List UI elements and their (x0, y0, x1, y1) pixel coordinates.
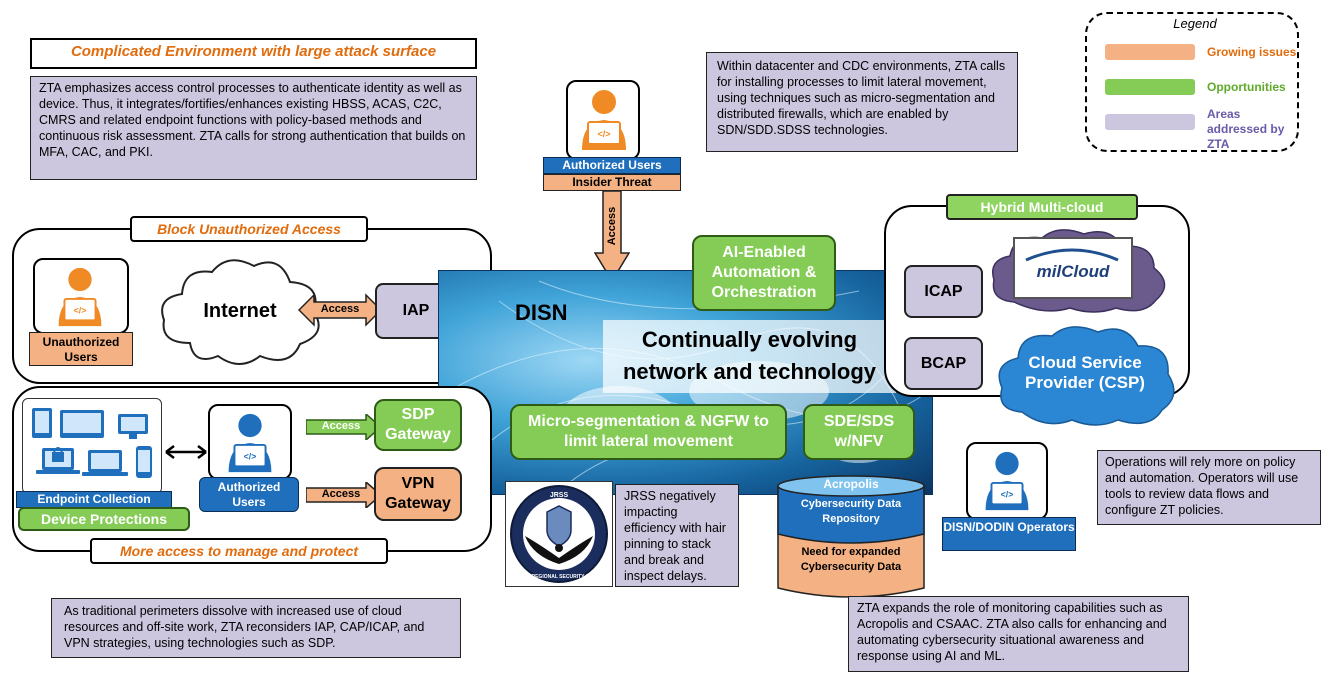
ai-automation-box: AI-Enabled Automation & Orchestration (692, 235, 836, 311)
acropolis-repo: Cybersecurity Data Repository (800, 498, 902, 525)
legend-title: Legend (1173, 16, 1217, 31)
sdp-access-label: Access (321, 420, 361, 432)
acropolis-cylinder (777, 475, 925, 598)
acropolis-need: Need for expanded Cybersecurity Data (800, 546, 902, 573)
jrss-seal-bottom-text: JOINT REGIONAL SECURITY STACK (515, 574, 603, 580)
jrss-seal: JRSS JOINT REGIONAL SECURITY STACK (510, 485, 608, 583)
legend-swatch-opportunities (1105, 79, 1195, 95)
sde-sds-box: SDE/SDS w/NFV (803, 404, 915, 460)
sdp-access-arrow (306, 414, 382, 440)
vpn-access-label: Access (321, 488, 361, 500)
internet-iap-access-label: Access (320, 303, 360, 315)
acropolis-title: Acropolis (823, 477, 879, 491)
icap-box: ICAP (904, 265, 983, 318)
access-down-label: Access (606, 206, 618, 246)
svg-text:</>: </> (74, 305, 87, 315)
access-down-arrow (594, 191, 630, 283)
evolving-banner (603, 320, 896, 393)
legend-swatch-growing (1105, 44, 1195, 60)
unauth-users-label: Unauthorized Users (29, 332, 133, 366)
endpoint-title: More access to manage and protect (90, 538, 388, 564)
user-icon-blue-operators: </> (985, 451, 1029, 511)
perimeter-note: As traditional perimeters dissolve with … (51, 598, 461, 658)
attack-surface-title-text: Complicated Environment with large attac… (70, 43, 437, 60)
authorized-users-top-label: Authorized Users (543, 157, 681, 174)
cloud-title: Hybrid Multi-cloud (946, 194, 1138, 220)
operators-note: Operations will rely more on policy and … (1097, 450, 1321, 525)
auth-users-label: Authorized Users (199, 477, 299, 512)
user-icon-blue: </> (228, 413, 272, 473)
svg-text:</>: </> (1001, 489, 1014, 499)
internet-cloud (161, 259, 320, 365)
device-protections-box: Device Protections (18, 507, 190, 531)
vpn-gateway-box: VPN Gateway (374, 467, 462, 521)
attack-surface-title (30, 38, 477, 69)
evolving-label: Continually evolving network and technol… (622, 327, 877, 384)
attack-surface-note: ZTA emphasizes access control processes … (30, 76, 477, 180)
csp-label: Cloud Service Provider (CSP) (1025, 353, 1145, 392)
svg-text:</>: </> (597, 129, 610, 139)
jrss-seal-top-text: JRSS (550, 492, 569, 499)
device-icons (32, 408, 152, 478)
csp-cloud (998, 326, 1175, 426)
jrss-note: JRSS negatively impacting efficiency wit… (615, 484, 739, 587)
microseg-box: Micro-segmentation & NGFW to limit later… (510, 404, 787, 460)
legend-label-growing: Growing issues (1207, 45, 1297, 59)
legend-label-opportunities: Opportunities (1207, 80, 1286, 94)
device-user-double-arrow (165, 445, 207, 459)
user-icon-orange-unauth: </> (58, 267, 102, 327)
internet-label: Internet (203, 300, 277, 322)
endpoint-collection-label: Endpoint Collection (16, 491, 172, 508)
milcloud-logo-box (1013, 237, 1133, 299)
legend-swatch-zta (1105, 114, 1195, 130)
vpn-access-arrow (306, 482, 382, 508)
user-icon-orange: </> (582, 90, 626, 150)
monitoring-note: ZTA expands the role of monitoring capab… (848, 596, 1189, 672)
legend-label-zta: Areas addressed by ZTA (1207, 107, 1285, 151)
milcloud-label: milCloud (1036, 262, 1110, 281)
sdp-gateway-box: SDP Gateway (374, 399, 462, 451)
insider-threat-label: Insider Threat (543, 174, 681, 191)
milcloud-swoosh (1025, 248, 1119, 262)
svg-text:</>: </> (244, 451, 257, 461)
operators-label: DISN/DODIN Operators (942, 517, 1076, 551)
bcap-box: BCAP (904, 337, 983, 390)
disn-label: DISN (515, 300, 568, 325)
datacenter-note: Within datacenter and CDC environments, … (706, 52, 1018, 152)
block-unauth-title: Block Unauthorized Access (130, 216, 368, 242)
